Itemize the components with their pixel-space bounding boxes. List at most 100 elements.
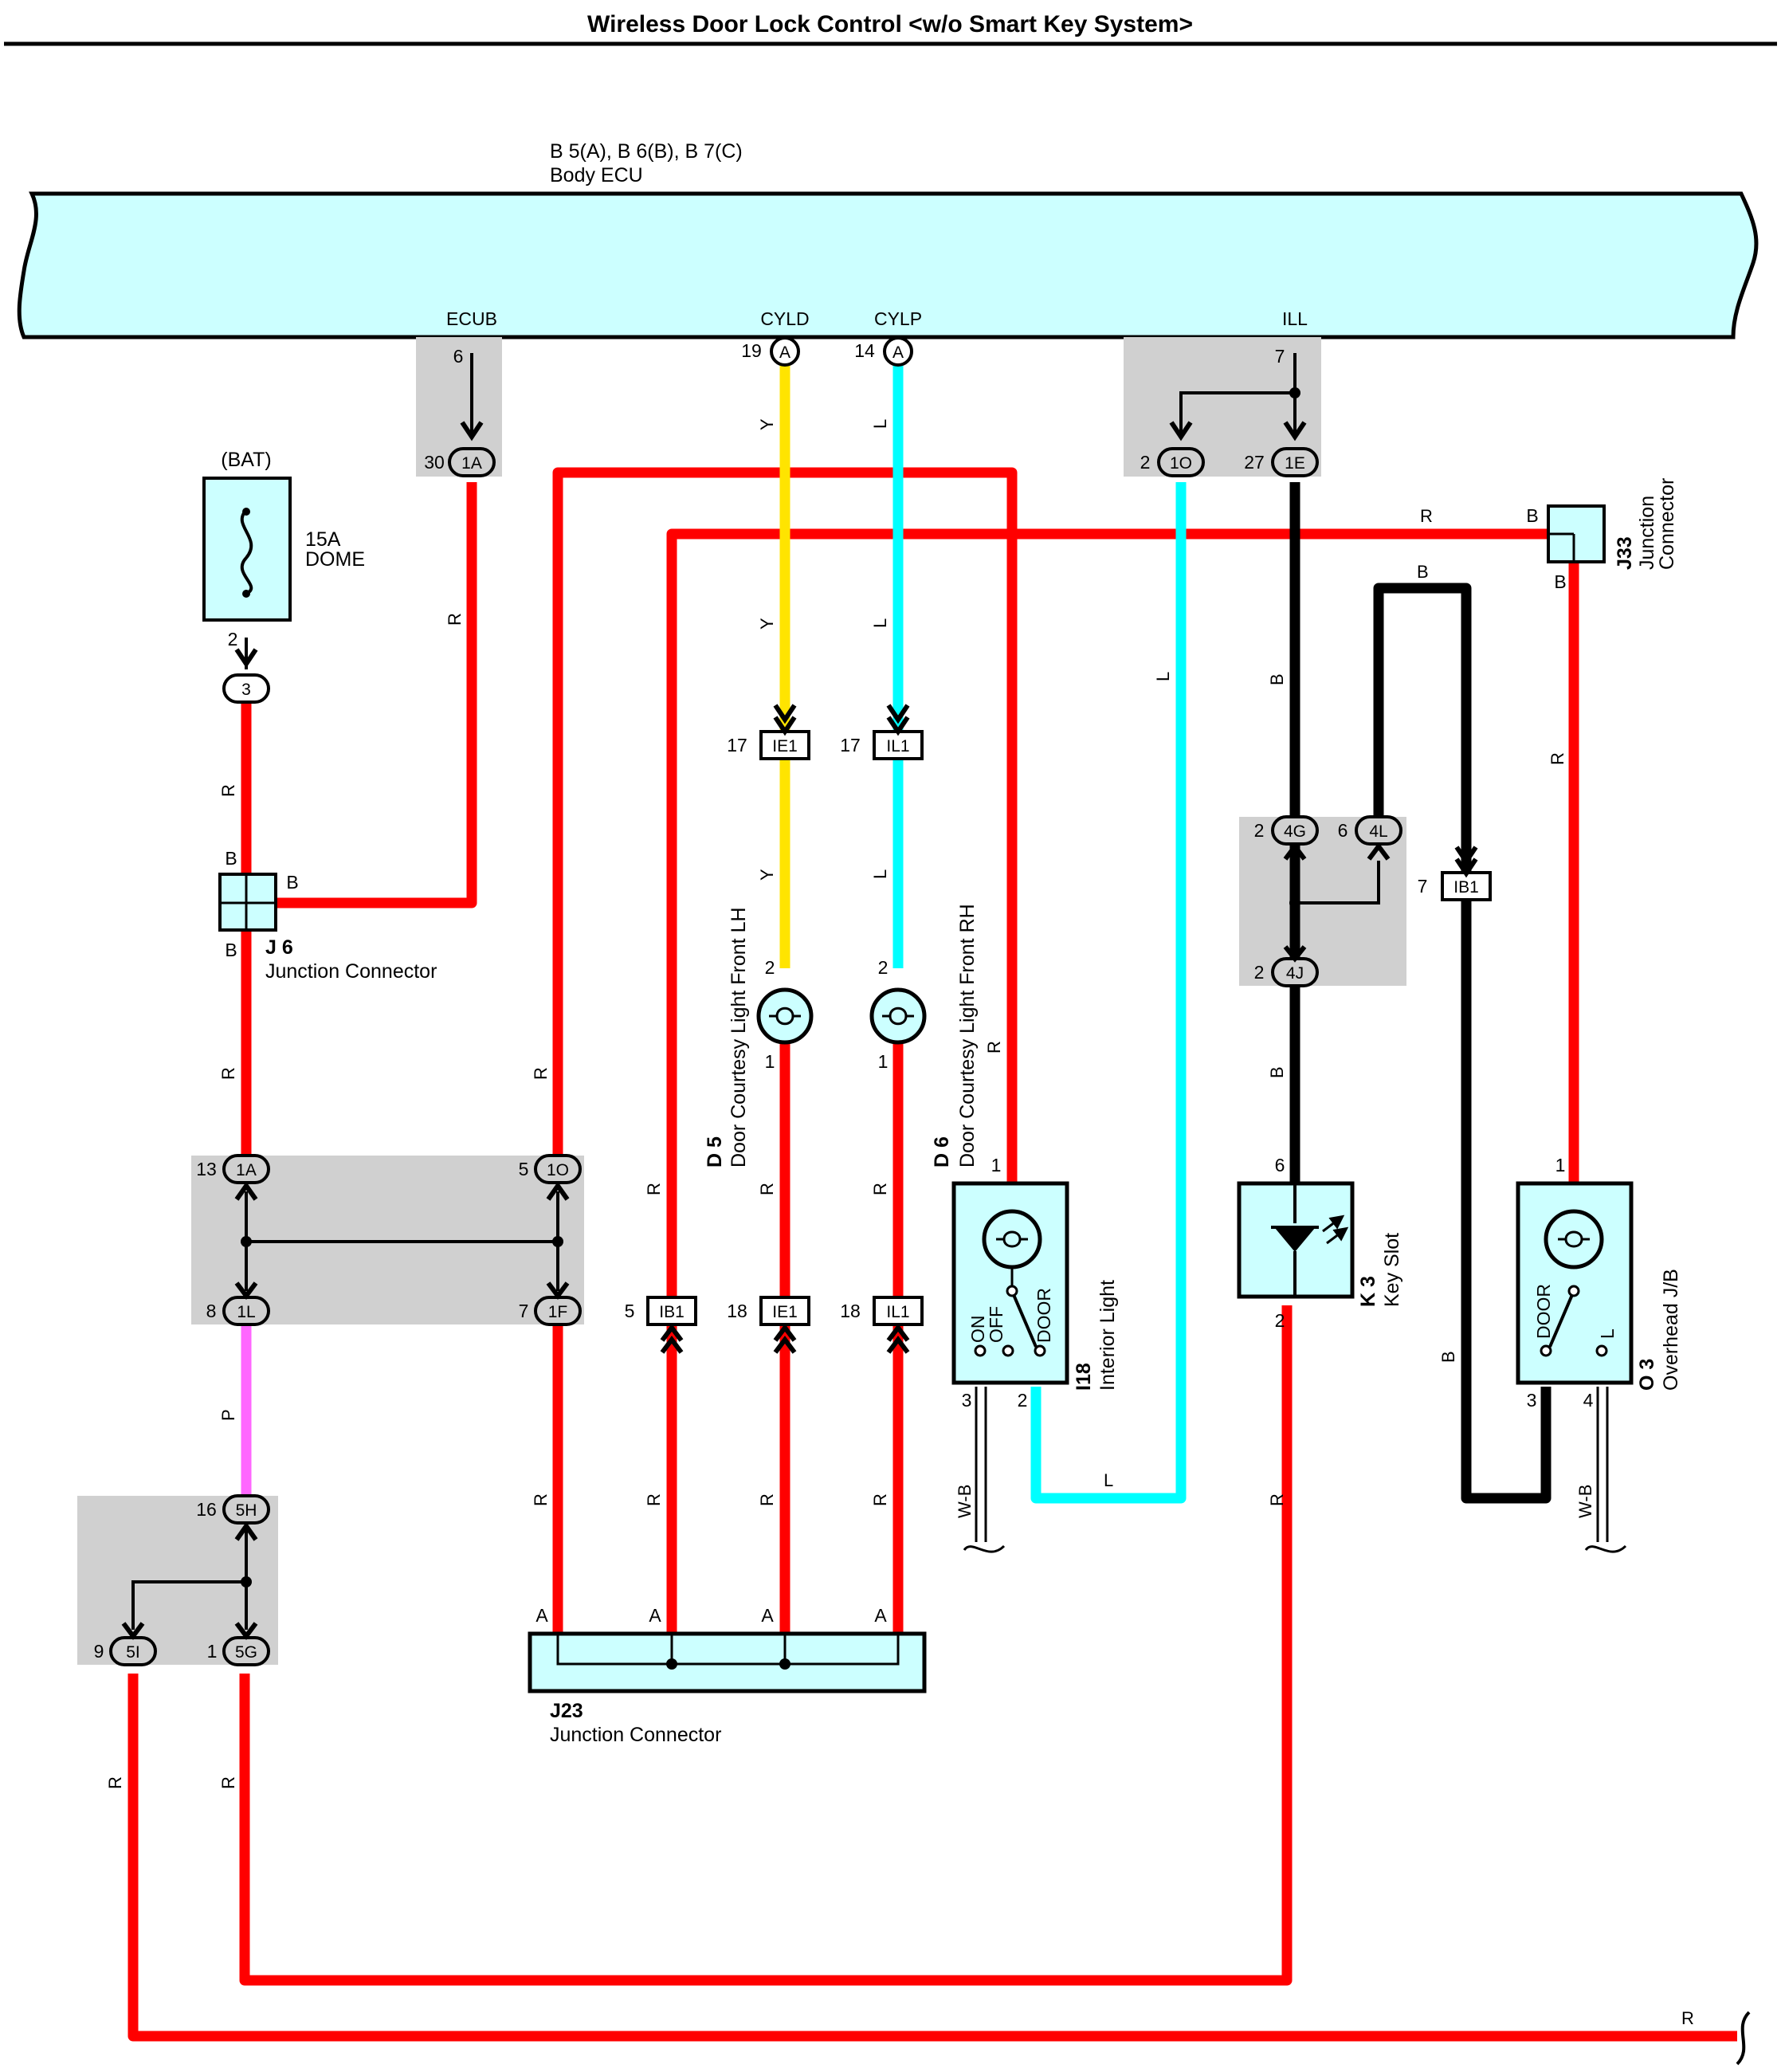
j23-pin-2: A — [649, 1605, 661, 1626]
d6-name: Door Courtesy Light Front RH — [956, 904, 979, 1167]
j6-pin-right: B — [286, 872, 298, 893]
connector-IB1-lower: IB1 5 — [625, 1296, 697, 1326]
wire-label-y: Y — [757, 869, 777, 881]
splice-dots — [241, 387, 1300, 1587]
wire-label-l: L — [870, 419, 890, 429]
wire-label-l: L — [1153, 672, 1173, 681]
connector-1O-top: 1O 2 — [1140, 447, 1205, 477]
svg-text:27: 27 — [1244, 452, 1265, 473]
i18-switch-off: OFF — [986, 1306, 1006, 1343]
ecu-terminal-ill: ILL — [1282, 308, 1308, 329]
j23-pin-4: A — [874, 1605, 887, 1626]
body-ecu-box — [17, 191, 1759, 339]
i18-switch-on: ON — [967, 1316, 988, 1344]
d6-pin-1: 1 — [878, 1051, 889, 1072]
body-ecu-ref: B 5(A), B 6(B), B 7(C) — [550, 140, 743, 163]
wire-label-p: P — [218, 1409, 238, 1421]
black-wires — [1289, 482, 1552, 1504]
connector-IE1-upper: IE1 17 — [727, 730, 810, 760]
svg-text:13: 13 — [196, 1159, 217, 1179]
svg-text:1: 1 — [207, 1641, 218, 1662]
led-icon — [1271, 1215, 1349, 1252]
k3-pin-6: 6 — [1275, 1155, 1285, 1175]
svg-text:IB1: IB1 — [1453, 878, 1479, 897]
connector-1A-top: 1A 30 — [424, 447, 496, 477]
d5-pin-2: 2 — [765, 957, 775, 978]
svg-text:5I: 5I — [126, 1643, 140, 1662]
j6-pin-top: B — [225, 848, 237, 869]
fuse-box — [202, 477, 292, 622]
svg-text:8: 8 — [206, 1301, 217, 1321]
i18-switch-door: DOOR — [1034, 1288, 1054, 1343]
svg-text:7: 7 — [519, 1301, 529, 1321]
j23-box — [528, 1631, 927, 1693]
wire-label-r: R — [984, 1041, 1004, 1054]
connector-4L: 4L 6 — [1338, 815, 1402, 846]
i18-wb-label: W-B — [955, 1485, 975, 1518]
connector-1E: 1E 27 — [1244, 447, 1319, 477]
j23-pin-1: A — [535, 1605, 548, 1626]
svg-text:5: 5 — [625, 1301, 635, 1321]
svg-text:IE1: IE1 — [772, 1303, 798, 1321]
svg-text:A: A — [779, 343, 790, 362]
connector-5I: 5I 9 — [94, 1636, 157, 1666]
svg-text:18: 18 — [727, 1301, 747, 1321]
svg-text:1F: 1F — [548, 1303, 568, 1321]
svg-text:4L: 4L — [1369, 822, 1387, 841]
connector-IL1-upper: IL1 17 — [840, 730, 924, 760]
connector-5H: 5H 16 — [196, 1494, 270, 1525]
wire-label-r-top: R — [1420, 506, 1433, 526]
svg-text:1L: 1L — [237, 1303, 255, 1321]
connector-IL1-lower: IL1 18 — [840, 1296, 924, 1326]
wire-label-r: R — [105, 1776, 125, 1789]
o3-switch-l: L — [1597, 1328, 1618, 1339]
svg-text:1A: 1A — [236, 1161, 257, 1179]
svg-text:IL1: IL1 — [886, 1303, 909, 1321]
svg-text:1O: 1O — [547, 1161, 569, 1179]
svg-text:6: 6 — [1338, 820, 1348, 841]
wire-color-labels: R R R R R R R R R R R R R R R R R R Y Y … — [105, 418, 1694, 2028]
o3-pin-3: 3 — [1527, 1390, 1537, 1411]
wire-label-r: R — [218, 1776, 238, 1789]
i18-switch-icon — [1010, 1290, 1038, 1348]
fuse-pin-out: 2 — [228, 629, 238, 649]
svg-text:3: 3 — [241, 681, 251, 699]
j23-name: Junction Connector — [550, 1724, 721, 1746]
svg-text:5: 5 — [519, 1159, 529, 1179]
diagram-title: Wireless Door Lock Control <w/o Smart Ke… — [587, 11, 1193, 37]
connector-1O-mid: 1O 5 — [519, 1154, 582, 1184]
red-wires — [127, 467, 1737, 2042]
j33-name1: Junction — [1636, 496, 1658, 570]
k3-name: Key Slot — [1381, 1233, 1403, 1307]
wire-label-b: B — [1267, 1066, 1287, 1078]
wire-label-r: R — [1267, 1493, 1287, 1506]
o3-ref: O 3 — [1636, 1359, 1658, 1391]
svg-text:5H: 5H — [236, 1501, 257, 1520]
d6-ref: D 6 — [931, 1136, 953, 1167]
connector-arrows — [121, 421, 1478, 1640]
i18-pin-3: 3 — [962, 1390, 972, 1411]
svg-text:4J: 4J — [1286, 964, 1304, 983]
svg-text:IL1: IL1 — [886, 737, 909, 755]
o3-wb-wires — [1584, 1387, 1627, 1553]
connector-IE1-lower: IE1 18 — [727, 1296, 810, 1326]
connector-1L: 1L 8 — [206, 1296, 270, 1326]
ecu-pin-cyld: 19 — [741, 340, 762, 361]
svg-text:1A: 1A — [461, 454, 482, 473]
lightblue-wires — [892, 355, 1187, 1504]
j33-pin-bottom: B — [1554, 571, 1566, 592]
svg-text:16: 16 — [196, 1499, 217, 1520]
o3-box — [1516, 1181, 1634, 1385]
connector-3-fuse: 3 — [222, 673, 270, 704]
svg-text:5G: 5G — [235, 1643, 257, 1662]
o3-pin-4: 4 — [1583, 1390, 1594, 1411]
o3-switch-door: DOOR — [1533, 1284, 1554, 1339]
d5-ref: D 5 — [704, 1136, 726, 1167]
ecu-terminal-cyld: CYLD — [760, 308, 809, 329]
ecu-pin-ill: 7 — [1275, 346, 1285, 367]
svg-text:2: 2 — [1254, 820, 1265, 841]
ecu-pin-ecub: 6 — [453, 346, 464, 367]
wire-label-b-top: B — [1417, 562, 1429, 582]
wire-label-b: B — [1438, 1351, 1458, 1363]
d5-pin-1: 1 — [765, 1051, 775, 1072]
